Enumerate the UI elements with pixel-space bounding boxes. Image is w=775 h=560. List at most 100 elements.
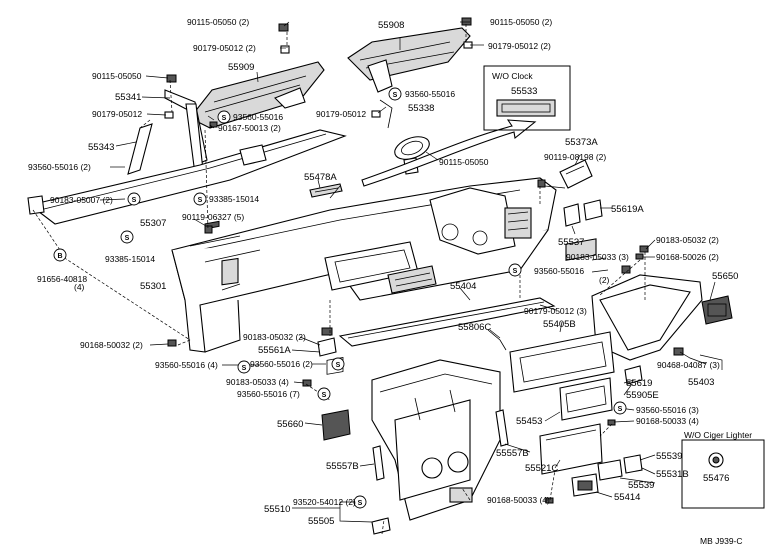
s-symbol: S: [120, 230, 134, 244]
part-label: 93560-55016 (3): [636, 405, 699, 415]
part-label: 55301: [140, 281, 166, 292]
clock-blank-55533: [496, 99, 556, 117]
box-55521c: [539, 423, 603, 475]
pocket-55453: [559, 377, 613, 421]
part-label: 55478A: [304, 172, 337, 183]
part-label: 93560-55016 (2): [250, 359, 313, 369]
part-label: 90179-05012 (3): [524, 306, 587, 316]
part-label: 55650: [712, 271, 738, 282]
part-label: 91656-40818: [37, 274, 87, 284]
svg-text:S: S: [618, 406, 623, 413]
part-label: W/O Clock: [492, 71, 533, 81]
grille-55478a: [309, 183, 343, 198]
part-label: 55619A: [611, 204, 644, 215]
part-label: 55539: [628, 480, 654, 491]
wo-cigar-lighter-box: [681, 439, 765, 509]
s-symbol: S: [217, 110, 231, 124]
part-label: 93560-55016: [534, 266, 584, 276]
pieces-55557b: [372, 409, 509, 481]
part-label: 55806C: [458, 322, 491, 333]
svg-text:S: S: [322, 392, 327, 399]
s-symbol: S: [613, 401, 627, 415]
part-label: 55414: [614, 492, 640, 503]
trim-strip-55404: [338, 297, 556, 347]
catalog-code: MB J939-C: [700, 536, 743, 546]
part-label: 55343: [88, 142, 114, 153]
svg-text:S: S: [336, 362, 341, 369]
part-label: 90168-50032 (2): [80, 340, 143, 350]
part-label: 90183-05032 (2): [243, 332, 306, 342]
piece-55561a: [317, 327, 337, 357]
part-label: 55539: [656, 451, 682, 462]
part-label: (2): [599, 275, 610, 285]
part-label: 55338: [408, 103, 434, 114]
s-symbol: S: [317, 387, 331, 401]
s-symbol: S: [193, 192, 207, 206]
part-labels: 90115-05050 (2) 90179-05012 (2) 55909 90…: [28, 17, 752, 546]
meter-hood-55650: [591, 274, 733, 361]
part-label: 93560-55016 (4): [155, 360, 218, 370]
part-label: (4): [74, 282, 85, 292]
svg-text:S: S: [513, 268, 518, 275]
part-label: 55557B: [326, 461, 359, 472]
part-label: 90115-05050 (2): [187, 17, 249, 27]
part-label: 90179-05012: [92, 109, 142, 119]
pieces-55537-55619a: [563, 199, 603, 227]
bracket-55373a: [559, 159, 593, 189]
part-label: 90168-50033 (4): [636, 416, 699, 426]
part-label: 55537: [558, 237, 584, 248]
part-label: 55510: [264, 504, 290, 515]
clip-group-top: [164, 17, 473, 119]
part-label: 90115-05050: [92, 71, 142, 81]
part-label: 90183-05007 (2): [50, 195, 113, 205]
s-symbol: S: [237, 360, 251, 374]
svg-text:S: S: [125, 235, 130, 242]
part-label: 90167-50013 (2): [218, 123, 281, 133]
screws: [167, 121, 684, 504]
part-label: 55521C: [525, 463, 558, 474]
part-label: 93560-55016 (7): [237, 389, 300, 399]
s-symbol: S: [508, 263, 522, 277]
part-label: 93385-15014: [209, 194, 259, 204]
part-label: 90115-05050 (2): [490, 17, 552, 27]
s-symbol: S: [331, 357, 345, 371]
part-label: 90119-08198 (2): [544, 152, 606, 162]
part-label: 55660: [277, 419, 303, 430]
s-symbol: S: [388, 87, 402, 101]
svg-text:S: S: [358, 500, 363, 507]
part-label: 90468-04087 (3): [657, 360, 720, 370]
part-label: 90183-05032 (2): [656, 235, 719, 245]
part-label: 55453: [516, 416, 542, 427]
cluster-bezel-55405b: [509, 238, 615, 393]
wo-clock-box: [483, 65, 571, 131]
part-label: 55405B: [543, 319, 576, 330]
part-label: 55307: [140, 218, 166, 229]
part-label: 90119-06327 (5): [182, 212, 244, 222]
part-label: 55905E: [626, 390, 659, 401]
part-label: 55909: [228, 62, 254, 73]
part-label: 93520-54012 (2): [293, 497, 356, 507]
s-symbol: S: [353, 495, 367, 509]
dashboard-panel-55301: [171, 177, 557, 353]
s-symbol: S: [127, 192, 141, 206]
part-label: 55341: [115, 92, 141, 103]
brace-55343: [127, 123, 153, 175]
part-label: 93560-55016: [405, 89, 455, 99]
bracket-55505: [371, 517, 391, 535]
part-label: 90179-05012 (2): [193, 43, 256, 53]
svg-text:B: B: [57, 253, 62, 260]
part-label: 93560-55016: [233, 112, 283, 122]
part-label: 55373A: [565, 137, 598, 148]
part-label: 55619: [626, 378, 652, 389]
guide-lines: [32, 24, 646, 535]
part-label: 55505: [308, 516, 334, 527]
svg-text:S: S: [242, 365, 247, 372]
part-label: 55403: [688, 377, 714, 388]
part-label: 90183-05033 (3): [566, 252, 629, 262]
pieces-55539-55531b: [571, 454, 643, 497]
part-label: 90168-50033 (4): [487, 495, 550, 505]
pieces-55619-55905e: [624, 365, 643, 385]
part-label: 90115-05050: [439, 157, 489, 167]
svg-text:S: S: [222, 115, 227, 122]
part-label: 90183-05033 (4): [226, 377, 289, 387]
